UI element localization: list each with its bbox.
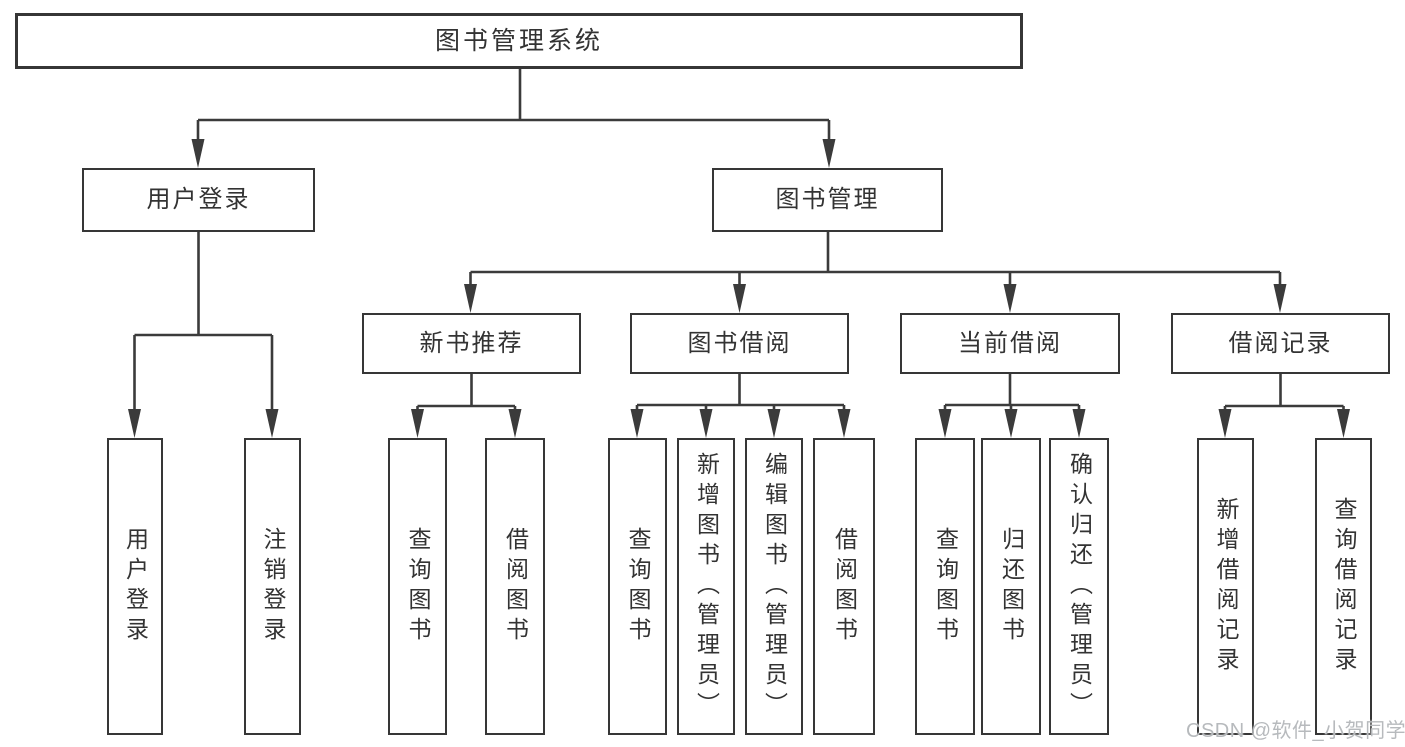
leaf-query-books-borrow: 查询图书 — [608, 438, 667, 735]
connector-new-book-branch — [416, 372, 517, 412]
leaf-return-books: 归还图书 — [981, 438, 1041, 735]
node-label: 新增借阅记录 — [1213, 496, 1239, 677]
node-label: 查询图书 — [625, 526, 651, 647]
connector-borrow-records-branch — [1223, 372, 1345, 412]
arrowheads — [128, 139, 1350, 438]
node-label: 用户登录 — [146, 186, 251, 213]
leaf-logout: 注销登录 — [244, 438, 301, 735]
connector-root-to-level2 — [196, 66, 831, 142]
node-label: 确认归还（管理员） — [1066, 451, 1093, 722]
node-current-borrow: 当前借阅 — [900, 313, 1120, 374]
node-label: 新书推荐 — [419, 329, 524, 357]
node-label: 当前借阅 — [958, 329, 1062, 357]
node-label: 查询借阅记录 — [1331, 496, 1357, 677]
node-book-borrow: 图书借阅 — [630, 313, 849, 374]
leaf-query-books-recommend: 查询图书 — [388, 438, 447, 735]
leaf-add-borrow-record: 新增借阅记录 — [1197, 438, 1254, 735]
node-label: 归还图书 — [998, 526, 1025, 647]
node-label: 借阅图书 — [502, 526, 529, 647]
leaf-borrow-books: 借阅图书 — [813, 438, 875, 735]
leaf-user-login: 用户登录 — [107, 438, 163, 735]
node-book-management: 图书管理 — [712, 168, 943, 232]
node-new-book-recommend: 新书推荐 — [362, 313, 581, 374]
leaf-edit-books-admin: 编辑图书（管理员） — [745, 438, 803, 735]
leaf-confirm-return-admin: 确认归还（管理员） — [1049, 438, 1109, 735]
leaf-query-borrow-record: 查询借阅记录 — [1315, 438, 1372, 735]
node-label: 图书借阅 — [687, 329, 792, 357]
node-label: 图书管理系统 — [434, 26, 603, 55]
node-root-library-system: 图书管理系统 — [15, 13, 1023, 69]
node-label: 图书管理 — [775, 186, 880, 213]
node-user-login: 用户登录 — [82, 168, 315, 232]
connector-user-login-branch — [133, 230, 274, 412]
node-label: 编辑图书（管理员） — [761, 451, 788, 722]
leaf-add-books-admin: 新增图书（管理员） — [677, 438, 735, 735]
node-label: 新增图书（管理员） — [693, 451, 720, 722]
node-label: 用户登录 — [122, 526, 149, 647]
node-label: 借阅图书 — [831, 526, 858, 647]
connector-current-borrow-branch — [943, 372, 1081, 412]
connector-book-management-branch — [469, 230, 1282, 289]
node-label: 查询图书 — [405, 526, 431, 647]
leaf-query-books-current: 查询图书 — [915, 438, 975, 735]
leaf-borrow-books-recommend: 借阅图书 — [485, 438, 545, 735]
csdn-watermark: CSDN @软件_小贺同学 — [1186, 720, 1405, 742]
node-label: 注销登录 — [260, 526, 286, 647]
node-label: 查询图书 — [932, 526, 959, 647]
node-label: 借阅记录 — [1228, 329, 1333, 357]
connector-book-borrow-branch — [635, 372, 846, 412]
node-borrow-records: 借阅记录 — [1171, 313, 1390, 374]
